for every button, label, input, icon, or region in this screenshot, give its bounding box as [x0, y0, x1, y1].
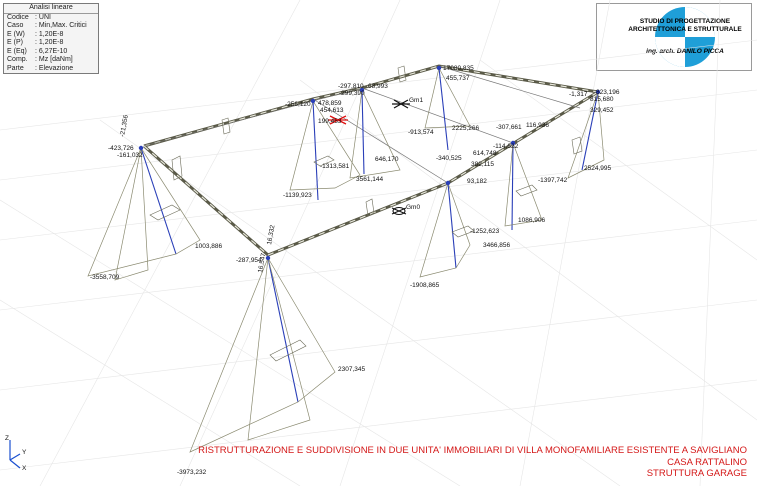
structural-nodes[interactable]: [138, 65, 601, 261]
moment-label: -3558,709: [90, 274, 120, 281]
gm1-marker[interactable]: Gm1: [392, 97, 423, 109]
moment-label: -114,622: [493, 143, 519, 150]
info-panel-title: Analisi lineare: [4, 4, 98, 14]
moment-label: 199,453: [318, 118, 342, 125]
moment-value-labels: -21,356 -423,726 -161,032 1003,886 -3558…: [90, 65, 620, 476]
moment-label: 478,859: [318, 100, 342, 107]
moment-label: -1252,623: [470, 228, 500, 235]
moment-label: -1397,742: [538, 177, 568, 184]
moment-label: -287,954: [236, 257, 262, 264]
moment-label: -21,356: [119, 114, 130, 137]
moment-label: -340,525: [436, 155, 462, 162]
gm0-marker[interactable]: Gm0: [391, 204, 420, 215]
caption-project: RISTRUTTURAZIONE E SUDDIVISIONE IN DUE U…: [198, 445, 747, 456]
moment-diagrams: [87, 67, 605, 453]
moment-label: -1908,865: [410, 282, 440, 289]
moment-label: 823,196: [596, 89, 620, 96]
moment-label: -1313,581: [320, 163, 350, 170]
analysis-info-panel: Analisi lineare Codice: UNI Caso: Min,Ma…: [3, 3, 99, 74]
moment-label: -1,317: [569, 91, 588, 98]
info-row-ep: E (P): 1,20E-8: [7, 39, 64, 46]
moment-label: -913,574: [408, 129, 434, 136]
moment-label: 68,993: [368, 83, 388, 90]
axes-gizmo: Z Y X: [5, 435, 27, 472]
moment-label: 382,115: [471, 161, 494, 168]
architect-name: ing. arch. DANILO PICCA: [646, 48, 724, 55]
info-row-code: Codice: UNI: [7, 13, 51, 21]
moment-label: 1003,886: [195, 243, 222, 250]
moment-label: -297,810: [338, 83, 364, 90]
svg-text:Z: Z: [5, 435, 9, 442]
section-planes: [149, 65, 583, 362]
frame-beams[interactable]: [143, 64, 599, 257]
info-row-part: Parte: Elevazione: [7, 64, 74, 72]
moment-label: 815,680: [590, 96, 614, 103]
moment-label: -161,032: [117, 152, 143, 159]
moment-label: 2225,266: [452, 125, 479, 132]
info-row-comp: Comp.: Mz [daNm]: [7, 56, 73, 63]
moment-label: 455,737: [446, 75, 470, 82]
moment-label: 329,452: [590, 107, 614, 114]
info-row-case: Caso: Min,Max. Critici: [7, 22, 87, 29]
moment-label: -256,120: [285, 101, 311, 108]
caption-client: CASA RATTALINO: [667, 456, 747, 468]
moment-label: 2524,995: [584, 165, 611, 172]
studio-logo-box: STUDIO DI PROGETTAZIONE ARCHITETTONICA E…: [596, 3, 752, 71]
moment-label: -423,726: [108, 145, 134, 152]
moment-label: -3973,232: [177, 469, 207, 476]
moment-label: 16,547: [257, 252, 267, 273]
studio-logo-emblem: [655, 7, 715, 67]
info-row-ew: E (W): 1,20E-8: [7, 30, 64, 38]
moment-label: 1086,906: [518, 217, 545, 224]
gm1-marker-red: [328, 115, 348, 125]
studio-name: STUDIO DI PROGETTAZIONE ARCHITETTONICA E…: [628, 18, 742, 33]
moment-label: 3561,144: [356, 176, 383, 183]
svg-text:Y: Y: [22, 449, 27, 456]
moment-label: 454,613: [320, 107, 344, 114]
moment-label: 16,332: [266, 224, 276, 245]
columns[interactable]: [140, 67, 599, 403]
moment-label: 2307,345: [338, 366, 365, 373]
svg-text:X: X: [22, 465, 27, 472]
svg-text:Gm1: Gm1: [409, 97, 423, 104]
info-row-eeq: E (Eq): 6,27E-10: [7, 47, 68, 55]
caption-structure: STRUTTURA GARAGE: [646, 468, 747, 479]
moment-label: 614,748: [473, 150, 497, 157]
moment-label: -299,390: [339, 90, 365, 97]
moment-label: 93,182: [467, 178, 487, 185]
moment-label: 17080,835: [443, 65, 474, 72]
moment-label: -307,661: [496, 124, 522, 131]
moment-label: 646,170: [375, 156, 399, 163]
moment-label: 116,936: [526, 122, 549, 129]
moment-label: -1139,923: [283, 192, 312, 199]
moment-label: 3466,856: [483, 242, 510, 249]
svg-text:Gm0: Gm0: [406, 204, 420, 211]
project-caption: RISTRUTTURAZIONE E SUDDIVISIONE IN DUE U…: [198, 445, 747, 480]
